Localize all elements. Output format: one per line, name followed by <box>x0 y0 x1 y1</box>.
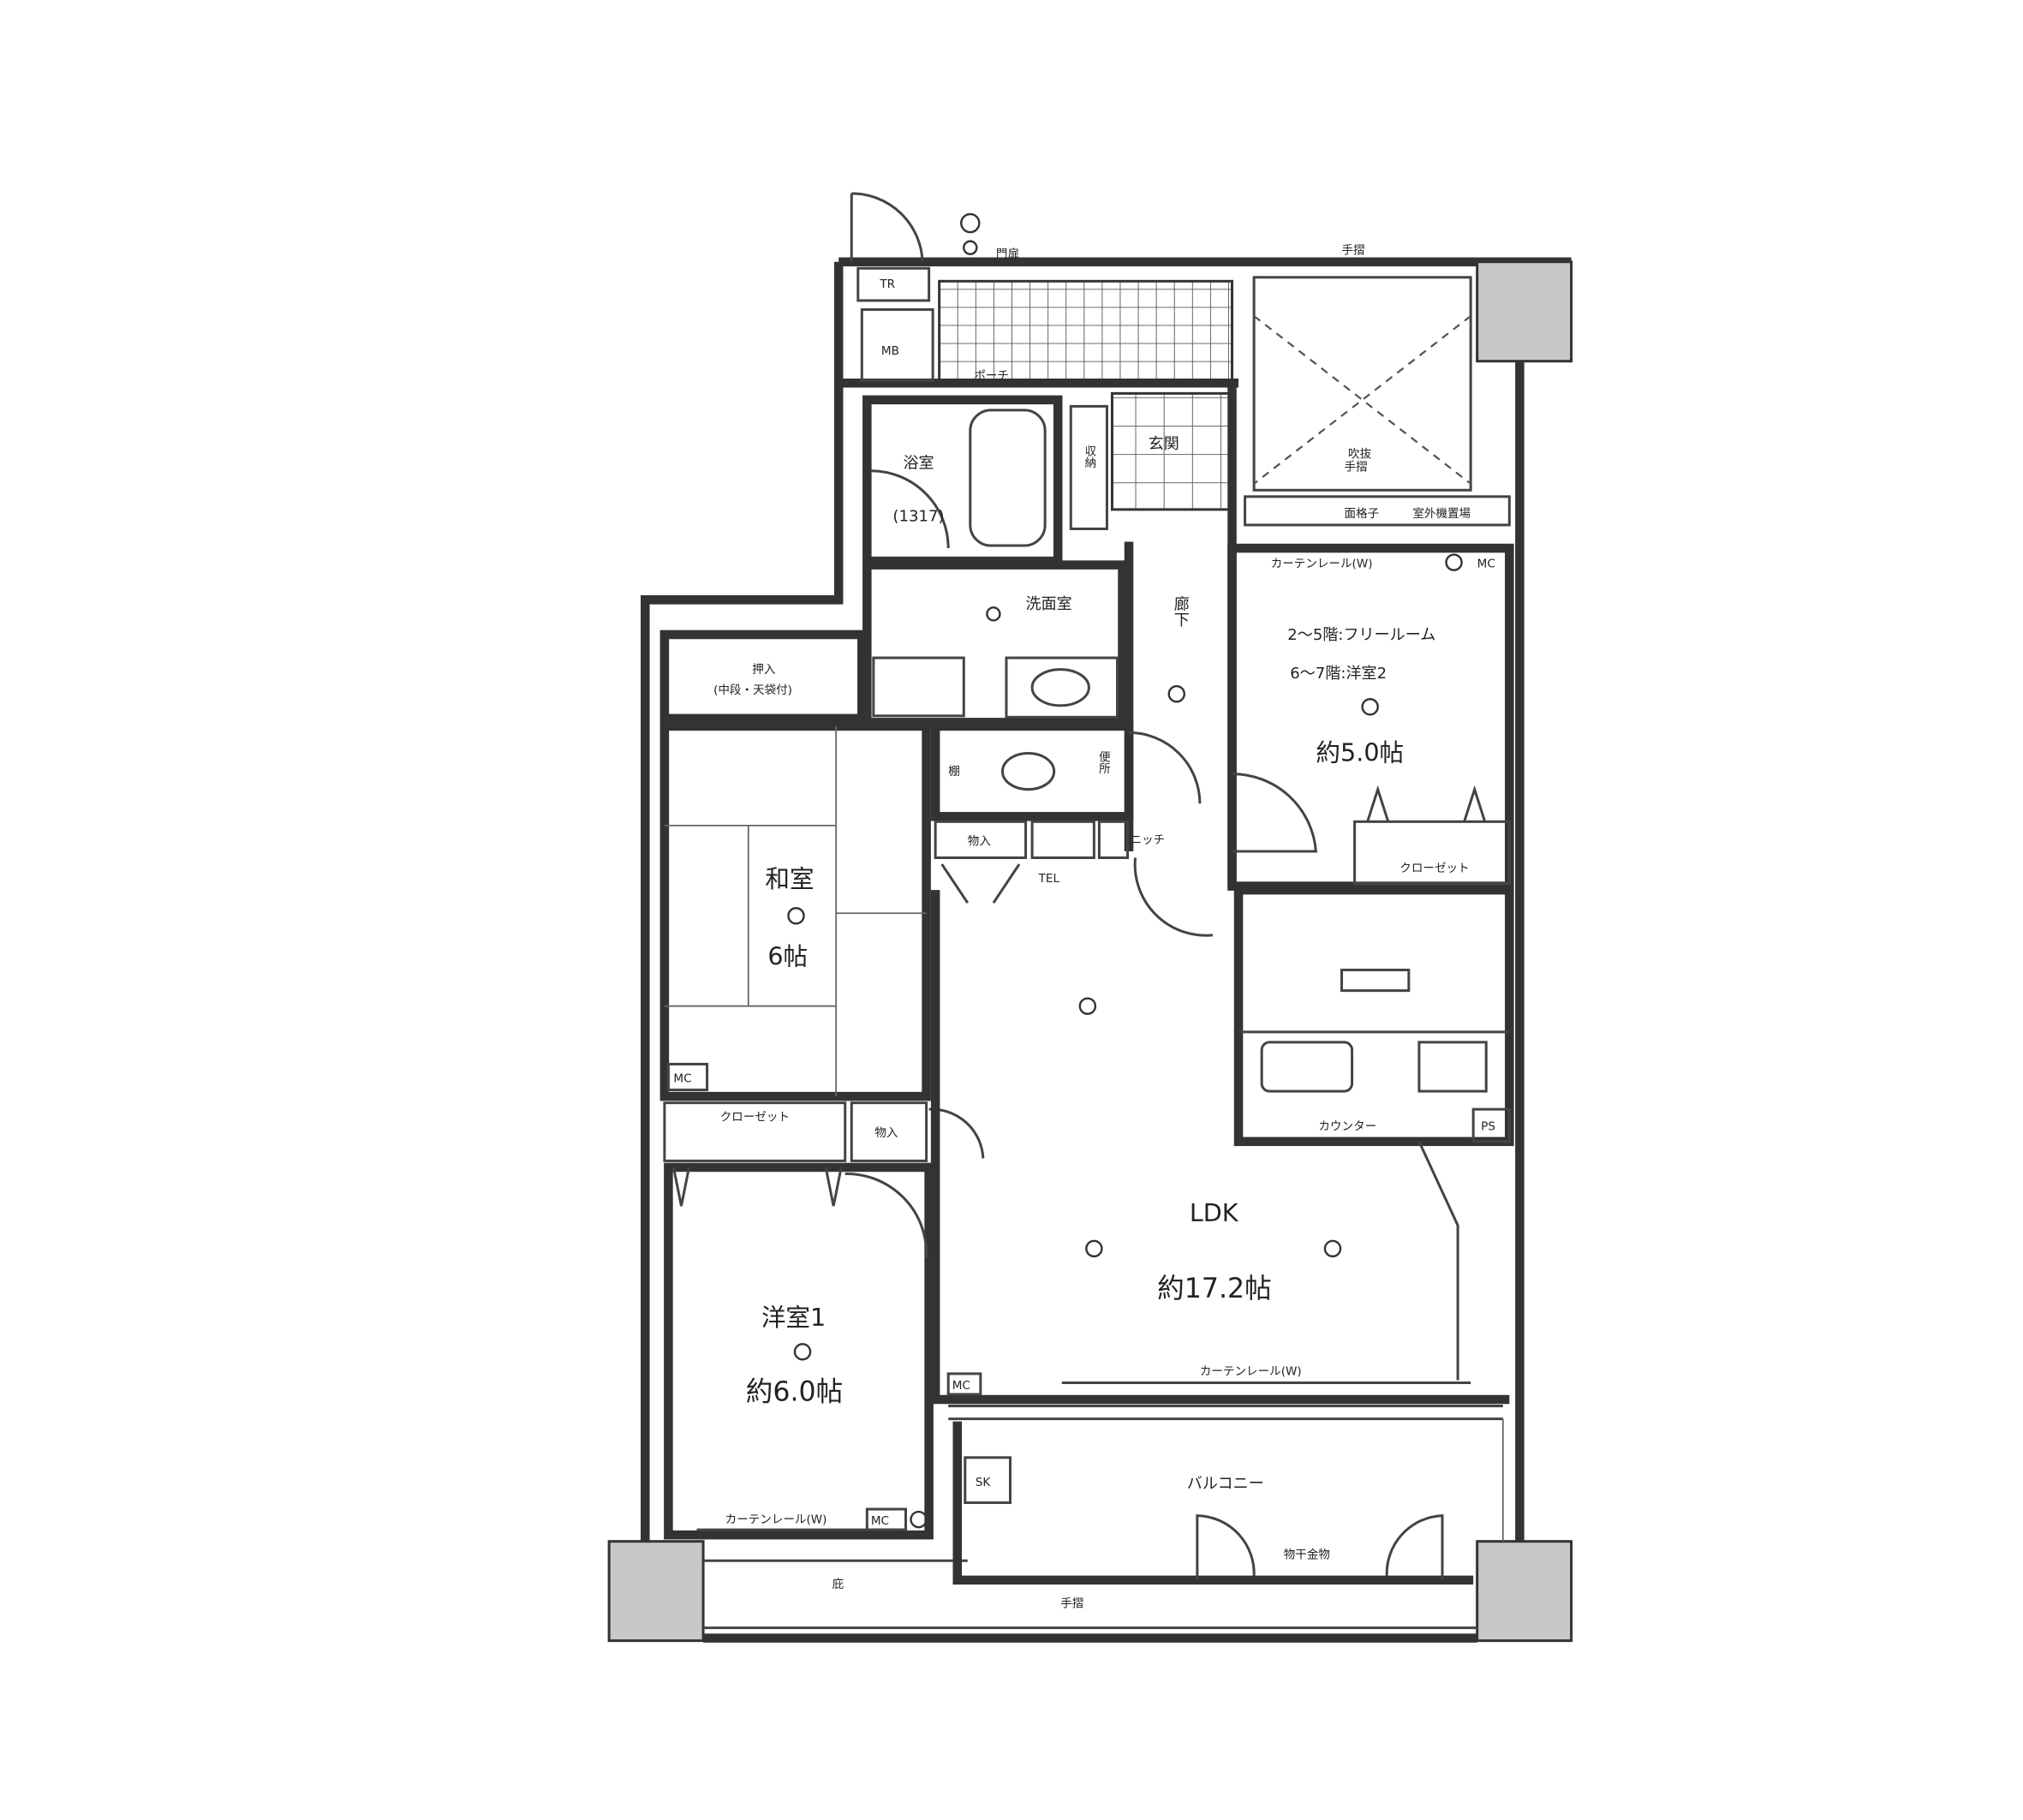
ldk-area: 約17.2帖 <box>1157 1274 1272 1304</box>
oshiire <box>659 630 867 724</box>
free-room-curtain-label: カーテンレール(W) <box>1271 558 1373 571</box>
sk-label: SK <box>976 1476 992 1489</box>
counter-label: カウンター <box>1318 1119 1376 1133</box>
free-room-door[interactable] <box>1232 773 1318 853</box>
free-room-line2: 6～7階:洋室2 <box>1290 665 1387 683</box>
storage-box <box>934 820 1028 860</box>
hanger-right <box>1385 1514 1444 1580</box>
oshiire-label: 押入 <box>752 663 776 677</box>
oshiire-detail-label: (中段・天袋付) <box>713 683 792 697</box>
void-label: 吹抜 <box>1348 448 1372 462</box>
western-room-door[interactable] <box>844 1172 928 1258</box>
fridge-space <box>1340 969 1411 993</box>
western-room-area: 約6.0帖 <box>746 1377 844 1408</box>
free-room-closet <box>1353 820 1511 886</box>
japanese-room <box>659 721 931 1101</box>
gate-label: 門扉 <box>996 248 1019 261</box>
shelf-label: 棚 <box>948 765 960 779</box>
porch-tiles <box>938 279 1234 384</box>
hall-storage-label: 物入 <box>874 1126 898 1140</box>
ceiling-lights <box>787 553 1463 1361</box>
ldk-wall <box>930 890 1510 1405</box>
clothes-hanger-label: 物干金物 <box>1284 1548 1330 1561</box>
ac-unit-label: 室外機置場 <box>1412 506 1471 521</box>
hall-storage <box>850 1101 928 1162</box>
ldk-curtain-label: カーテンレール(W) <box>1200 1364 1302 1378</box>
japanese-closet <box>663 1101 847 1162</box>
storage-label: 物入 <box>968 834 992 848</box>
sk-slop-sink <box>964 1456 1012 1505</box>
void-handrail-label: 手摺 <box>1345 461 1368 474</box>
entrance-storage-label: 収納 <box>1082 445 1096 470</box>
tr-label: TR <box>879 277 895 291</box>
bath-room <box>862 395 1063 566</box>
pillar-bottom-left <box>607 1540 705 1643</box>
western-mc-label: MC <box>871 1514 889 1528</box>
western-room-name: 洋室1 <box>761 1303 826 1332</box>
pillar-bottom-right <box>1476 1540 1573 1643</box>
mb-label: MB <box>881 344 899 358</box>
handrail-top-label: 手摺 <box>1342 244 1365 258</box>
ldk-mc-label: MC <box>952 1379 970 1393</box>
washbasin <box>1005 656 1119 719</box>
balcony <box>952 1421 1474 1585</box>
toilet-room <box>930 721 1134 821</box>
japanese-mc-label: MC <box>673 1072 691 1086</box>
tel-label: TEL <box>1038 872 1060 886</box>
toilet-bowl <box>1000 752 1056 791</box>
gate-door[interactable] <box>850 192 924 262</box>
free-room-closet-label: クローゼット <box>1399 862 1469 875</box>
ps-label: PS <box>1481 1119 1495 1133</box>
eaves-label: 庇 <box>832 1578 844 1591</box>
niche-label: ニッチ <box>1131 833 1166 847</box>
free-room-line1: 2～5階:フリールーム <box>1287 626 1435 644</box>
bathtub <box>969 409 1047 547</box>
pillar-top-right <box>1476 260 1573 363</box>
tr-box <box>856 266 931 302</box>
entrance-label: 玄関 <box>1149 435 1179 453</box>
entrance-tiles <box>1110 391 1232 511</box>
kitchen <box>1233 885 1514 1147</box>
free-room-mc-label: MC <box>1477 558 1495 571</box>
japanese-room-name: 和室 <box>765 864 814 893</box>
lattice-label: 面格子 <box>1345 507 1380 521</box>
tatami-lines <box>664 725 927 1097</box>
void-area <box>1252 276 1472 492</box>
outer-wall <box>641 257 1572 1643</box>
free-room-area: 約5.0帖 <box>1316 738 1404 767</box>
balcony-label: バルコニー <box>1187 1475 1264 1493</box>
washroom-label: 洗面室 <box>1026 595 1072 613</box>
mb-box <box>860 307 934 382</box>
bath-label: 浴室 <box>903 455 934 473</box>
toilet-label: 便所 <box>1096 750 1111 774</box>
ldk-name: LDK <box>1190 1198 1239 1227</box>
bath-size-label: (1317) <box>892 507 944 525</box>
kitchen-sink <box>1260 1041 1354 1093</box>
stove <box>1417 1041 1488 1093</box>
western-room-1 <box>664 1162 934 1540</box>
handrail-bottom-label: 手摺 <box>1060 1597 1083 1611</box>
hanger-left <box>1196 1514 1256 1580</box>
japanese-closet-label: クローゼット <box>720 1111 790 1125</box>
free-room <box>1227 543 1514 891</box>
western-curtain-label: カーテンレール(W) <box>725 1513 827 1527</box>
porch-label: ポーチ <box>974 369 1009 383</box>
japanese-room-area: 6帖 <box>767 942 808 971</box>
hallway-label: 廊下 <box>1172 596 1190 627</box>
